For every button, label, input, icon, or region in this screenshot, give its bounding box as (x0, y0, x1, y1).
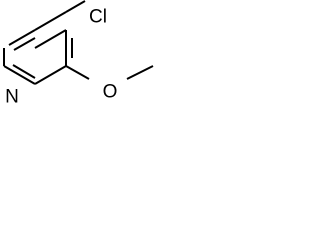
bond-c5-c6-inner (12, 64, 36, 79)
pyridine-ring (3, 11, 73, 85)
bond-n-c2-inner (13, 37, 36, 51)
chemical-structure: N Cl O (3, 0, 154, 108)
nitrogen-atom-label: N (5, 87, 19, 108)
bond-c2-top (34, 11, 67, 31)
oxygen-atom-label: O (103, 82, 118, 103)
bond-c2-c3 (34, 29, 67, 49)
bond-c3-cl (65, 0, 86, 13)
bond-n-c2 (8, 29, 36, 46)
chlorine-atom-label: Cl (89, 7, 107, 28)
bond-o-ch3 (126, 65, 154, 80)
bond-c5-c6 (3, 65, 36, 85)
bond-c4-c5 (34, 65, 67, 85)
bond-c4-o (65, 65, 90, 80)
